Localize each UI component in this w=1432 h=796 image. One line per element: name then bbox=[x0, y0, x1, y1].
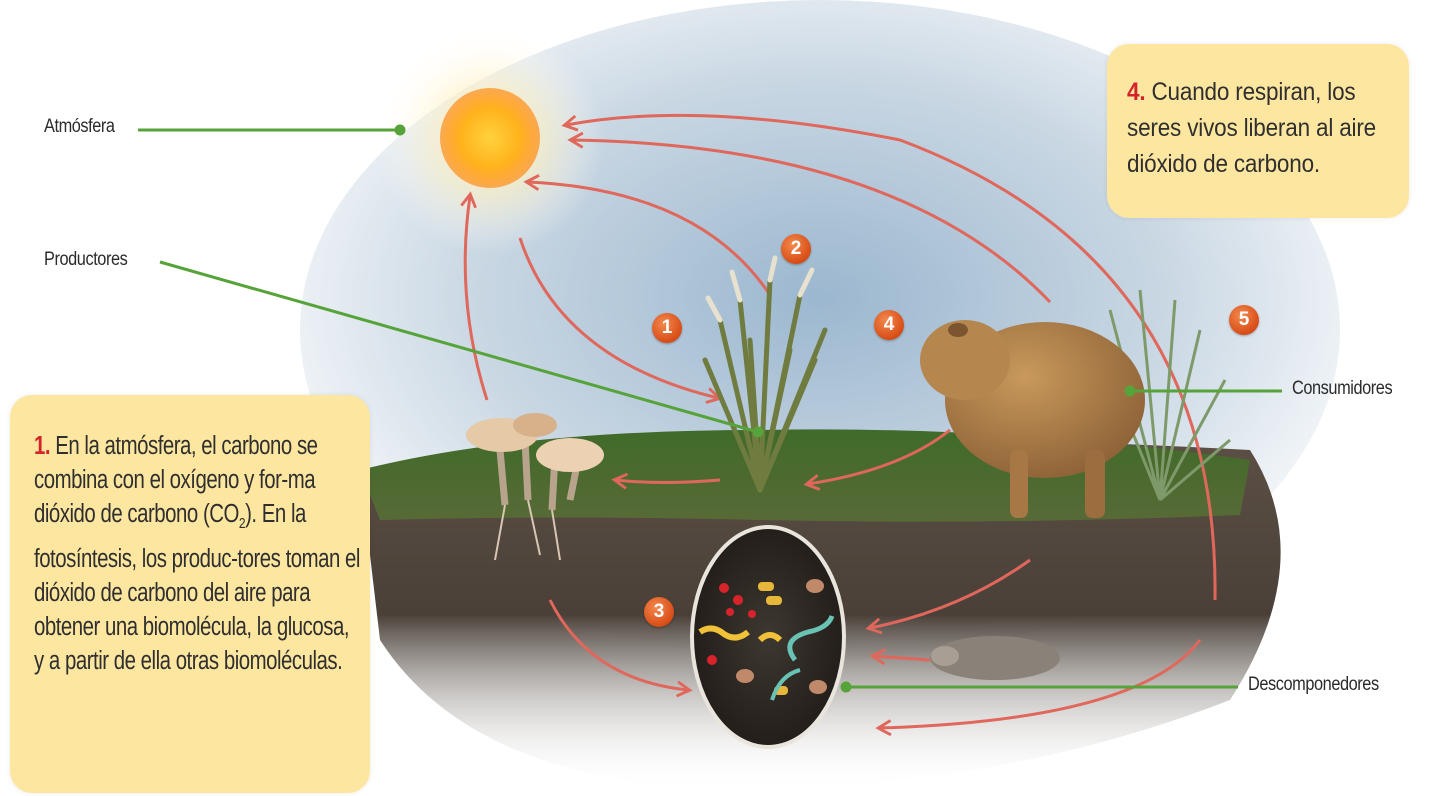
callout-step-4-text: 4. Cuando respiran, los seres vivos libe… bbox=[1127, 74, 1397, 182]
decomposer-circle bbox=[692, 527, 844, 747]
label-atmosfera: Atmósfera bbox=[44, 116, 115, 138]
callout-step-1: 1. En la atmósfera, el carbono se combin… bbox=[10, 395, 370, 793]
mole bbox=[930, 636, 1060, 680]
callout-step-4-number: 4. bbox=[1127, 78, 1145, 106]
step-badge-4: 4 bbox=[874, 310, 904, 340]
callout-step-1-number: 1. bbox=[34, 432, 50, 460]
step-badge-1: 1 bbox=[652, 313, 682, 343]
step-badge-2: 2 bbox=[781, 234, 811, 264]
step-badge-3: 3 bbox=[644, 597, 674, 627]
callout-step-1-text: 1. En la atmósfera, el carbono se combin… bbox=[34, 429, 362, 679]
label-productores: Productores bbox=[44, 249, 127, 271]
sun bbox=[440, 88, 540, 188]
step-badge-5: 5 bbox=[1229, 305, 1259, 335]
callout-step-4: 4. Cuando respiran, los seres vivos libe… bbox=[1107, 44, 1409, 218]
label-descomponedores: Descomponedores bbox=[1248, 674, 1379, 696]
callout-step-4-body: Cuando respiran, los seres vivos liberan… bbox=[1127, 78, 1376, 178]
label-consumidores: Consumidores bbox=[1292, 378, 1392, 400]
